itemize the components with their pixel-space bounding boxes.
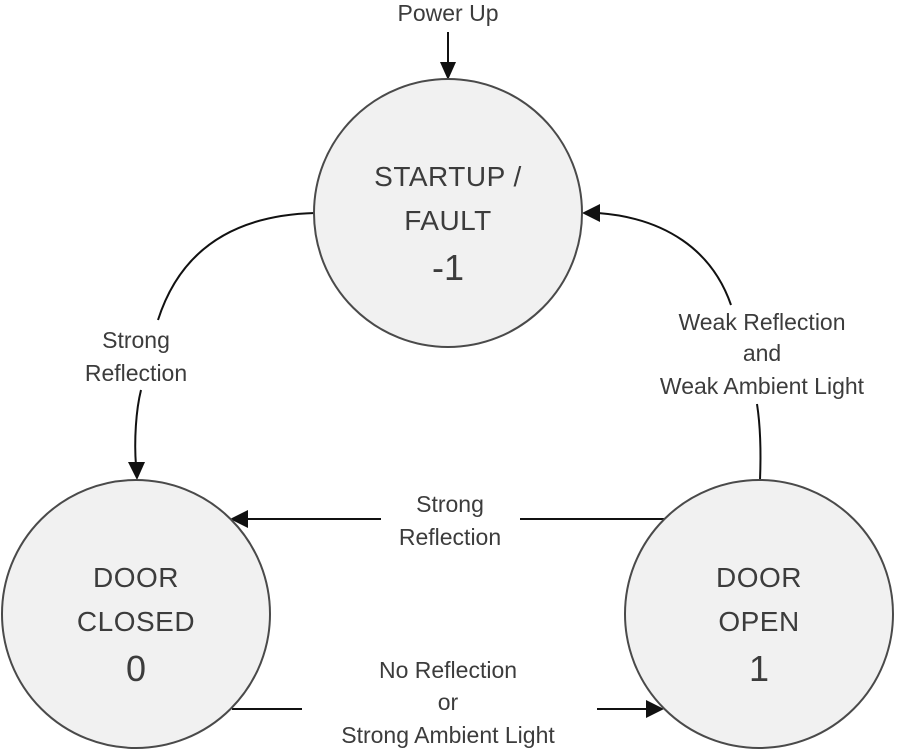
closed-to-open-arrowhead	[646, 700, 664, 718]
state-closed-circle	[1, 479, 271, 749]
open-to-closed-arrowhead	[230, 510, 248, 528]
open-to-startup-arrowhead	[582, 204, 600, 222]
closed-to-open-label-line2: or	[438, 689, 459, 715]
startup-to-closed-arrowhead	[128, 462, 145, 480]
state-door-open: DOOR OPEN 1	[624, 479, 894, 749]
startup-to-closed-label-line2: Reflection	[85, 360, 187, 386]
closed-to-open-label-line1: No Reflection	[379, 657, 517, 683]
open-to-startup-label-line1: Weak Reflection	[678, 309, 845, 335]
state-open-circle	[624, 479, 894, 749]
power-up-label: Power Up	[398, 0, 499, 26]
startup-to-closed-edge-upper	[157, 212, 316, 321]
open-to-closed-label-line2: Reflection	[399, 524, 501, 550]
state-startup-name-line2: FAULT	[404, 205, 492, 236]
closed-to-open-label-line3: Strong Ambient Light	[341, 722, 555, 748]
transition-closed-to-open: No Reflection or Strong Ambient Light	[232, 657, 664, 748]
transition-open-to-closed: Strong Reflection	[230, 491, 664, 550]
open-to-startup-label-line3: Weak Ambient Light	[660, 373, 865, 399]
state-startup-circle	[313, 78, 583, 348]
startup-to-closed-label-line1: Strong	[102, 327, 170, 353]
startup-to-closed-edge-lower	[134, 389, 142, 467]
state-startup-fault: STARTUP / FAULT -1	[313, 78, 583, 348]
state-closed-name-line2: CLOSED	[77, 606, 195, 637]
open-to-startup-edge-upper	[597, 212, 732, 306]
state-door-closed: DOOR CLOSED 0	[1, 479, 271, 749]
transition-power-up: Power Up	[398, 0, 499, 80]
state-startup-name-line1: STARTUP /	[374, 161, 522, 192]
power-up-arrowhead	[440, 62, 456, 80]
state-closed-name-line1: DOOR	[93, 562, 179, 593]
state-closed-value: 0	[126, 648, 146, 689]
open-to-startup-label-line2: and	[743, 340, 781, 366]
state-open-name-line1: DOOR	[716, 562, 802, 593]
open-to-startup-edge-lower	[756, 403, 762, 481]
state-open-value: 1	[749, 648, 769, 689]
transition-startup-to-closed: Strong Reflection	[85, 212, 316, 480]
state-startup-value: -1	[432, 247, 464, 288]
transition-open-to-startup: Weak Reflection and Weak Ambient Light	[582, 204, 865, 481]
open-to-closed-label-line1: Strong	[416, 491, 484, 517]
state-open-name-line2: OPEN	[718, 606, 799, 637]
